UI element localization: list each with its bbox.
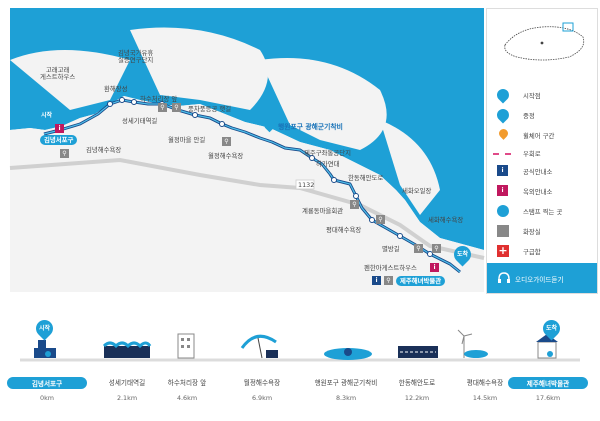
- legend-row: 중정: [487, 106, 597, 124]
- waypoint-label: 제주구좌통공단지: [304, 149, 352, 157]
- end-pin-icon: 도착: [539, 316, 564, 341]
- outdoor-info-icon: i: [430, 263, 439, 272]
- station-illustration-pyeongdae: [457, 329, 488, 358]
- mid-pin-icon[interactable]: 중간: [261, 116, 278, 133]
- toilet-icon: ⚲: [172, 103, 181, 112]
- station-name: 한동해안도로: [398, 379, 436, 387]
- waypoint-label: 세화해수욕장: [428, 216, 464, 224]
- toilet-icon: ⚲: [350, 200, 359, 209]
- station-name-end[interactable]: 제주해녀박물관: [508, 377, 588, 389]
- coast-land: [10, 50, 130, 110]
- waypoint-label: 월정마을 안길: [168, 136, 206, 144]
- start-point-label[interactable]: 김녕서포구: [40, 135, 78, 145]
- station-km: 0km: [40, 394, 54, 402]
- toilet-icon: ⚲: [158, 103, 167, 112]
- station-illustration-hasu: [177, 333, 195, 359]
- route-highlight: [43, 99, 461, 273]
- start-pin-icon: [494, 86, 512, 104]
- waypoint-label: 풍차풍등공 햇길: [188, 105, 232, 113]
- station-name-start[interactable]: 김녕서포구: [7, 377, 87, 389]
- route-map: 1132 고래고래 게스트하우스 김녕국가유휴 실증연구단지 환해장성 성세기태…: [9, 8, 485, 292]
- waypoint-label: 김녕해수욕장: [86, 146, 122, 154]
- toilet-icon: ⚲: [384, 276, 393, 285]
- waypoint-label: 별방길: [382, 245, 400, 253]
- station-name: 평대해수욕장: [466, 379, 504, 387]
- station-name: 성세기태역길: [108, 379, 146, 387]
- waypoint-label: 세화오일장: [402, 187, 432, 195]
- waypoint-label: 계룡동마을회관: [302, 207, 344, 215]
- profile-canvas: [20, 329, 580, 362]
- station-km: 17.6km: [535, 394, 561, 402]
- station-km: 8.3km: [335, 394, 357, 402]
- stamp-icon: [497, 205, 509, 217]
- toilet-icon: ⚲: [432, 244, 441, 253]
- legend-row: 휠체어 구간: [487, 127, 597, 143]
- station-km: 14.5km: [472, 394, 498, 402]
- waypoint-label: 펜한아게스트하우스: [364, 264, 417, 272]
- coast-land: [380, 120, 440, 215]
- outdoor-info-icon: i: [497, 185, 508, 196]
- info-center-icon: i: [497, 165, 508, 176]
- map-canvas: [9, 8, 485, 292]
- toilet-icon: ⚲: [414, 244, 423, 253]
- legend-row: + 구급함: [497, 244, 541, 257]
- legend-row: 우회로: [487, 147, 597, 161]
- waypoint-label: 하수처리장 앞: [140, 95, 178, 103]
- toilet-icon: [497, 225, 509, 237]
- waypoint-label: 성세기태역길: [122, 117, 158, 125]
- audio-guide-label: 오디오가이드듣기: [515, 276, 564, 284]
- map-legend: 시작점 중정 휠체어 구간 우회로 i 공식안내소 i 옥외안내소 스탬프 찍는…: [486, 8, 598, 294]
- station-illustration-start: [34, 340, 56, 358]
- waypoint-label: 월정해수욕장: [208, 152, 244, 160]
- start-pin-icon: 시작: [32, 316, 57, 341]
- station-illustration-woljeong: [240, 334, 278, 359]
- station-km: 4.6km: [176, 394, 198, 402]
- station-km: 12.2km: [404, 394, 430, 402]
- end-pin-icon[interactable]: 도착: [450, 242, 475, 267]
- waypoint-dots: [107, 97, 433, 257]
- audio-guide-button[interactable]: 오디오가이드듣기: [487, 263, 597, 293]
- legend-row: i 공식안내소: [487, 165, 597, 179]
- station-name: 월정해수욕장: [243, 379, 281, 387]
- info-center-icon: i: [372, 276, 381, 285]
- legend-row: i 옥외안내소: [487, 185, 597, 199]
- waypoint-label: 한동해안도로: [348, 174, 384, 182]
- land-area: [10, 96, 484, 292]
- end-point-label[interactable]: 제주해녀박물관: [396, 276, 446, 286]
- route-profile: 시작 도착 김녕서포구 0km 성세기태역길 2.1km 하수처리장 앞 4.6…: [0, 300, 600, 421]
- wheelchair-section-icon: [497, 127, 510, 140]
- road-number-box: [295, 179, 315, 190]
- toilet-icon: ⚲: [222, 137, 231, 146]
- mid-point-label: 행원포구 광해군기착비: [278, 123, 343, 131]
- station-illustration-seongsegi: [102, 341, 152, 358]
- waypoint-label: 고래고래 게스트하우스: [40, 66, 76, 81]
- road-number-label: 1132: [298, 181, 315, 189]
- sea-area: [10, 8, 484, 250]
- toilet-icon: ⚲: [60, 149, 69, 158]
- legend-row: 시작점: [487, 86, 597, 104]
- waypoint-label: 김녕국가유휴 실증연구단지: [118, 49, 154, 64]
- station-km: 6.9km: [251, 394, 273, 402]
- waypoint-label: 하가연대: [316, 160, 340, 168]
- waypoint-label: 평대해수욕장: [326, 226, 362, 234]
- station-name: 하수처리장 앞: [167, 379, 207, 387]
- detour-line-icon: [493, 153, 511, 155]
- station-illustration-haengwon: [324, 348, 372, 360]
- station-illustration-end: [536, 334, 558, 359]
- station-km: 2.1km: [116, 394, 138, 402]
- coast-land: [260, 58, 387, 150]
- jeju-island-minimap: [504, 22, 585, 61]
- headphones-icon: [498, 272, 510, 283]
- coast-land: [130, 27, 268, 110]
- toilet-icon: ⚲: [376, 215, 385, 224]
- station-illustration-handong: [398, 346, 438, 358]
- legend-row: 화장실: [487, 225, 597, 239]
- station-name: 행원포구 광해군기착비: [314, 379, 378, 387]
- mid-pin-icon: [494, 106, 512, 124]
- first-aid-icon: +: [497, 244, 509, 257]
- waypoint-label: 환해장성: [104, 85, 128, 93]
- outdoor-info-icon: i: [55, 124, 64, 133]
- legend-row: 스탬프 찍는 곳: [487, 205, 597, 219]
